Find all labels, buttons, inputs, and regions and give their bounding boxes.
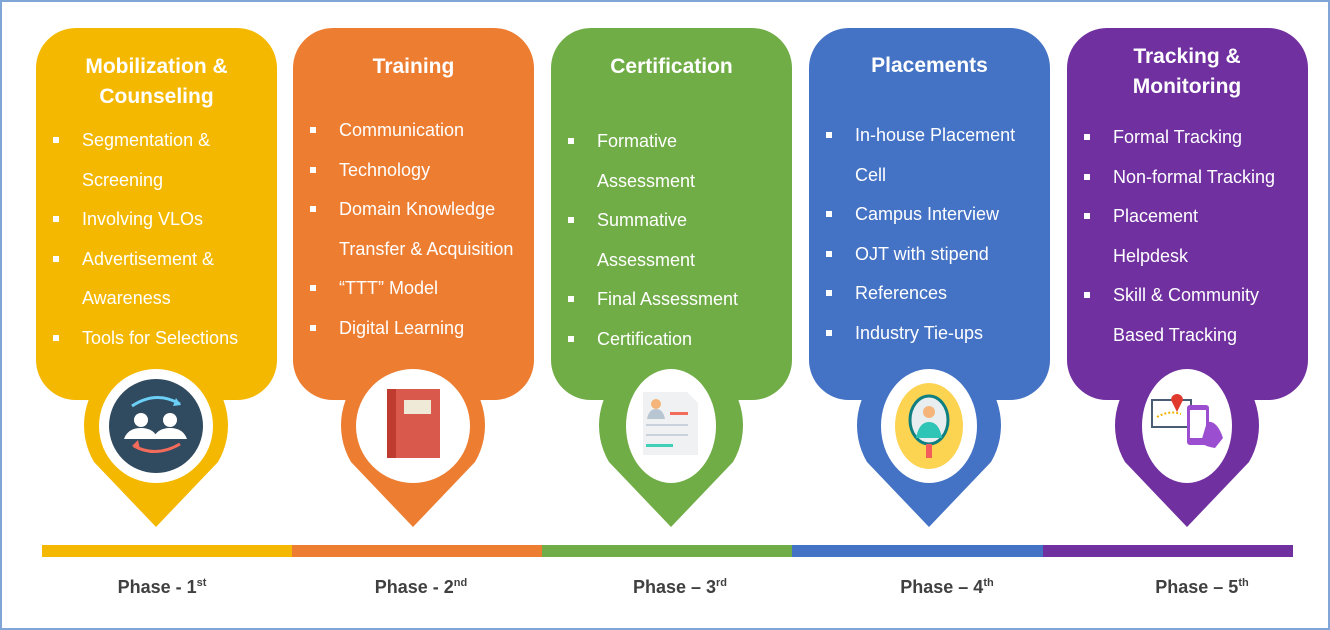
list-item: Advertisement &: [36, 240, 277, 280]
phase-5-title: Tracking & Monitoring: [1132, 45, 1242, 98]
people-exchange-icon: [84, 353, 229, 527]
phase-4-label: Phase – 4th: [900, 577, 994, 597]
phase-3-list: Formative Assessment Summative Assessmen…: [551, 122, 792, 360]
list-item: Helpdesk: [1113, 245, 1189, 266]
phase-1-title: Mobilization & Counseling: [85, 55, 228, 108]
list-item: Final Assessment: [551, 280, 792, 320]
list-item: Involving VLOs: [36, 200, 277, 240]
phase-2-label: Phase - 2nd: [374, 577, 468, 597]
list-item: Assessment: [597, 249, 696, 270]
phase-2-card: Training Communication Technology Domain…: [293, 28, 534, 400]
list-item: Placement: [1067, 197, 1308, 237]
timeline-segment-3: [542, 545, 792, 557]
phase-4-list: In-house Placement Cell Campus Interview…: [809, 116, 1050, 354]
timeline-segment-1: [42, 545, 292, 557]
list-item: Communication: [293, 111, 534, 151]
phase-1-card: Mobilization & Counseling Segmentation &…: [36, 28, 277, 400]
phase-3-title: Certification: [610, 55, 733, 78]
phase-1-list: Segmentation & Screening Involving VLOs …: [36, 121, 277, 359]
list-item: OJT with stipend: [809, 235, 1050, 275]
timeline-segment-5: [1043, 545, 1293, 557]
phase-3-label: Phase – 3rd: [632, 577, 728, 597]
list-item: Formal Tracking: [1067, 118, 1308, 158]
list-item: Based Tracking: [1113, 324, 1238, 345]
phase-5-card: Tracking & Monitoring Formal Tracking No…: [1067, 28, 1308, 400]
list-item: Technology: [293, 151, 534, 191]
list-item: Certification: [551, 320, 792, 360]
list-item: Awareness: [82, 288, 171, 309]
list-item: Segmentation &: [36, 121, 277, 161]
list-item: Screening: [82, 169, 164, 190]
timeline-segment-4: [792, 545, 1043, 557]
list-item: Campus Interview: [809, 195, 1050, 235]
phase-4-title: Placements: [871, 54, 988, 77]
timeline-segment-2: [292, 545, 542, 557]
phase-3-card: Certification Formative Assessment Summa…: [551, 28, 792, 400]
list-item: Assessment: [597, 170, 696, 191]
list-item: Summative: [551, 201, 792, 241]
list-item: Tools for Selections: [36, 319, 277, 359]
list-item: Skill & Community: [1067, 276, 1308, 316]
list-item: Domain Knowledge: [293, 190, 534, 230]
list-item: “TTT” Model: [293, 269, 534, 309]
list-item: References: [809, 274, 1050, 314]
phase-2-title: Training: [372, 55, 455, 78]
phase-4-card: Placements In-house Placement Cell Campu…: [809, 28, 1050, 400]
list-item: Transfer & Acquisition: [339, 238, 514, 259]
phase-5-list: Formal Tracking Non-formal Tracking Plac…: [1067, 118, 1308, 356]
candidate-search-icon: [857, 353, 1001, 527]
list-item: Digital Learning: [293, 309, 534, 349]
phase-2-list: Communication Technology Domain Knowledg…: [293, 111, 534, 349]
phase-5-label: Phase – 5th: [1155, 577, 1249, 597]
map-phone-tracking-icon: [1115, 353, 1259, 527]
certificate-document-icon: [599, 353, 743, 527]
list-item: In-house Placement: [809, 116, 1050, 156]
list-item: Industry Tie-ups: [809, 314, 1050, 354]
phase-1-label: Phase - 1st: [117, 577, 207, 597]
list-item: Formative: [551, 122, 792, 162]
list-item: Non-formal Tracking: [1067, 158, 1308, 198]
book-icon: [341, 353, 485, 527]
list-item: Cell: [855, 164, 887, 185]
